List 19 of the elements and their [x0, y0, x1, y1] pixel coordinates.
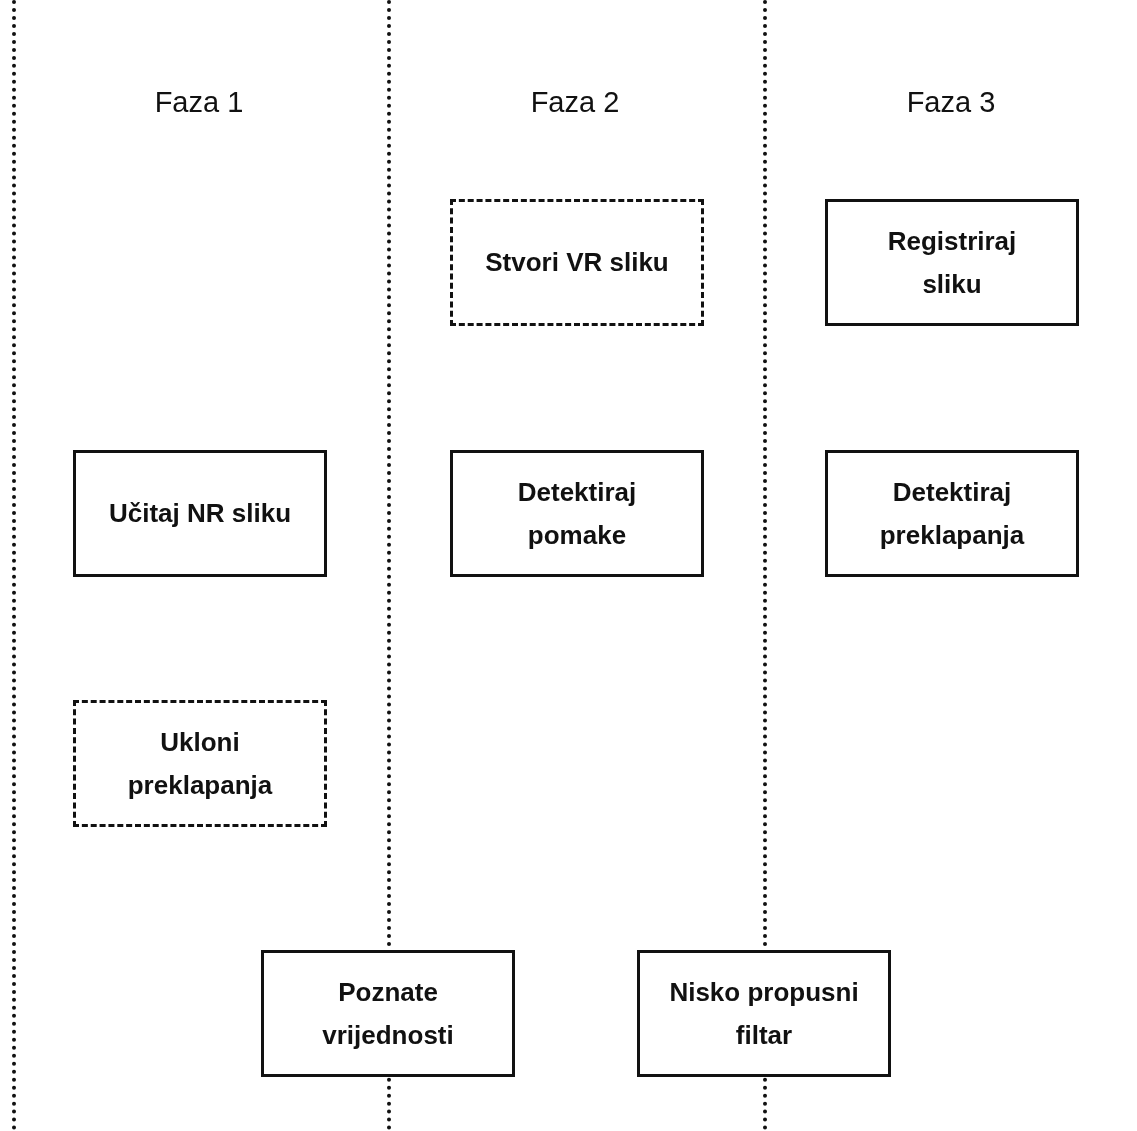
phase-heading: Faza 3	[905, 86, 997, 119]
box-label: Nisko propusni filtar	[668, 975, 860, 1052]
box-label: Ukloni preklapanja	[126, 725, 274, 802]
box-label: Učitaj NR sliku	[108, 497, 292, 530]
box-label: Poznate vrijednosti	[321, 975, 455, 1052]
process-box	[825, 199, 1079, 326]
process-box	[825, 450, 1079, 577]
process-box	[450, 450, 704, 577]
box-label: Registriraj sliku	[886, 224, 1018, 301]
dashed-process-box	[73, 700, 327, 827]
box-label: Detektiraj preklapanja	[878, 475, 1026, 552]
process-box	[637, 950, 891, 1077]
box-label: Detektiraj pomake	[516, 475, 638, 552]
box-label: Stvori VR sliku	[485, 246, 669, 279]
dashed-process-box	[450, 199, 704, 326]
process-box	[261, 950, 515, 1077]
phase-heading: Faza 2	[529, 86, 621, 119]
phase-heading: Faza 1	[153, 86, 245, 119]
process-box	[73, 450, 327, 577]
